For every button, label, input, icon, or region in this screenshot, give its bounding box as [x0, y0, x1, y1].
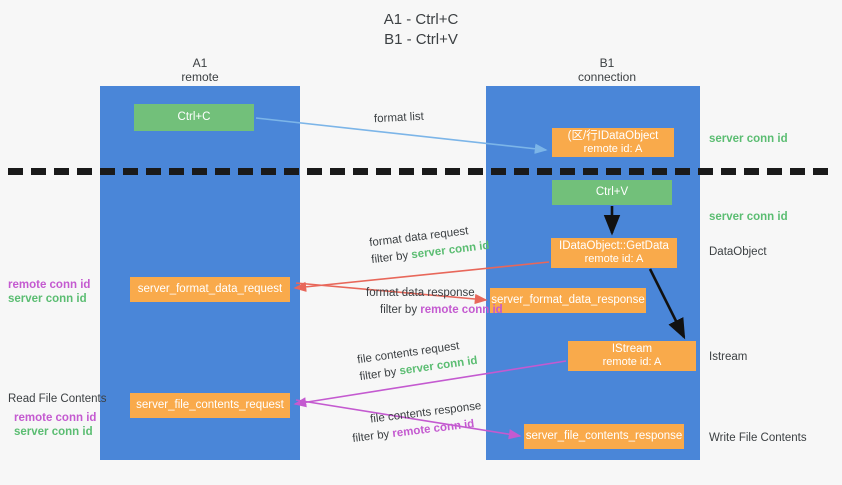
- edge-label-format-data-response-text: format data response: [366, 287, 475, 299]
- node-ctrl-c-label: Ctrl+C: [177, 111, 211, 123]
- node-idataobject-label: (区/行IDataObject: [567, 129, 659, 142]
- label-server-conn-id-top: server conn id: [709, 133, 788, 145]
- lane-a1-name: A1: [192, 56, 208, 70]
- edge-label-file-contents-response: file contents response filter by remote …: [349, 398, 484, 448]
- node-server-format-data-request-label: server_format_data_request: [137, 283, 283, 295]
- node-istream-sub: remote id: A: [602, 356, 662, 368]
- edge-label-file-contents-request: file contents request filter by server c…: [356, 336, 478, 386]
- node-server-file-contents-response-label: server_file_contents_response: [525, 430, 683, 442]
- label-write-file-contents: Write File Contents: [709, 432, 807, 444]
- label-read-file-contents: Read File Contents: [8, 393, 107, 405]
- node-server-file-contents-request-label: server_file_contents_request: [136, 399, 284, 411]
- filter-prefix: filter by: [380, 304, 421, 316]
- node-server-format-data-request[interactable]: server_format_data_request: [130, 277, 290, 302]
- page-title: A1 - Ctrl+C B1 - Ctrl+V: [0, 10, 842, 50]
- label-server-conn-id-mid: server conn id: [709, 211, 788, 223]
- label-conn-ids-file: remote conn id server conn id: [14, 411, 96, 439]
- node-istream[interactable]: IStream remote id: A: [568, 341, 696, 371]
- label-server-conn-id-a: server conn id: [8, 293, 87, 305]
- node-ctrl-v-label: Ctrl+V: [595, 186, 629, 198]
- lane-a1-role: remote: [181, 70, 219, 84]
- label-istream: Istream: [709, 351, 748, 363]
- label-remote-conn-id-b: remote conn id: [14, 412, 97, 424]
- phase-divider: [8, 168, 834, 175]
- node-server-format-data-response[interactable]: server_format_data_response: [490, 288, 646, 313]
- node-server-file-contents-response[interactable]: server_file_contents_response: [524, 424, 684, 449]
- edge-label-format-data-response: format data response filter by remote co…: [366, 285, 503, 319]
- node-ctrl-v[interactable]: Ctrl+V: [552, 180, 672, 205]
- node-getdata-sub: remote id: A: [584, 253, 644, 265]
- node-ctrl-c[interactable]: Ctrl+C: [134, 104, 254, 131]
- filter-prefix: filter by: [358, 365, 401, 384]
- title-line-1: A1 - Ctrl+C: [383, 11, 459, 28]
- node-idataobject[interactable]: (区/行IDataObject remote id: A: [552, 128, 674, 157]
- lane-b1-name: B1: [599, 56, 615, 70]
- edge-label-format-list: format list: [374, 109, 425, 129]
- lane-b1-role: connection: [577, 70, 637, 84]
- label-remote-conn-id-a: remote conn id: [8, 279, 91, 291]
- title-line-2: B1 - Ctrl+V: [384, 31, 458, 48]
- node-server-file-contents-request[interactable]: server_file_contents_request: [130, 393, 290, 418]
- edge-label-format-data-request: format data request filter by server con…: [368, 221, 491, 269]
- node-istream-label: IStream: [611, 343, 653, 355]
- edge-filter-format-data-response: filter by remote conn id: [380, 302, 503, 319]
- label-conn-ids-format: remote conn id server conn id: [8, 278, 90, 306]
- edge-label-format-list-text: format list: [373, 110, 425, 126]
- node-idataobject-sub: remote id: A: [583, 142, 643, 155]
- filter-prefix: filter by: [370, 249, 413, 267]
- lane-header-b1: B1 connection: [527, 56, 687, 84]
- node-server-format-data-response-label: server_format_data_response: [491, 294, 645, 306]
- label-server-conn-id-b: server conn id: [14, 426, 93, 438]
- filter-prefix: filter by: [351, 428, 394, 445]
- node-getdata-label: IDataObject::GetData: [559, 240, 669, 252]
- node-getdata[interactable]: IDataObject::GetData remote id: A: [551, 238, 677, 268]
- lane-header-a1: A1 remote: [120, 56, 280, 84]
- filter-value-remote-conn-id: remote conn id: [420, 304, 503, 316]
- label-dataobject: DataObject: [709, 246, 767, 258]
